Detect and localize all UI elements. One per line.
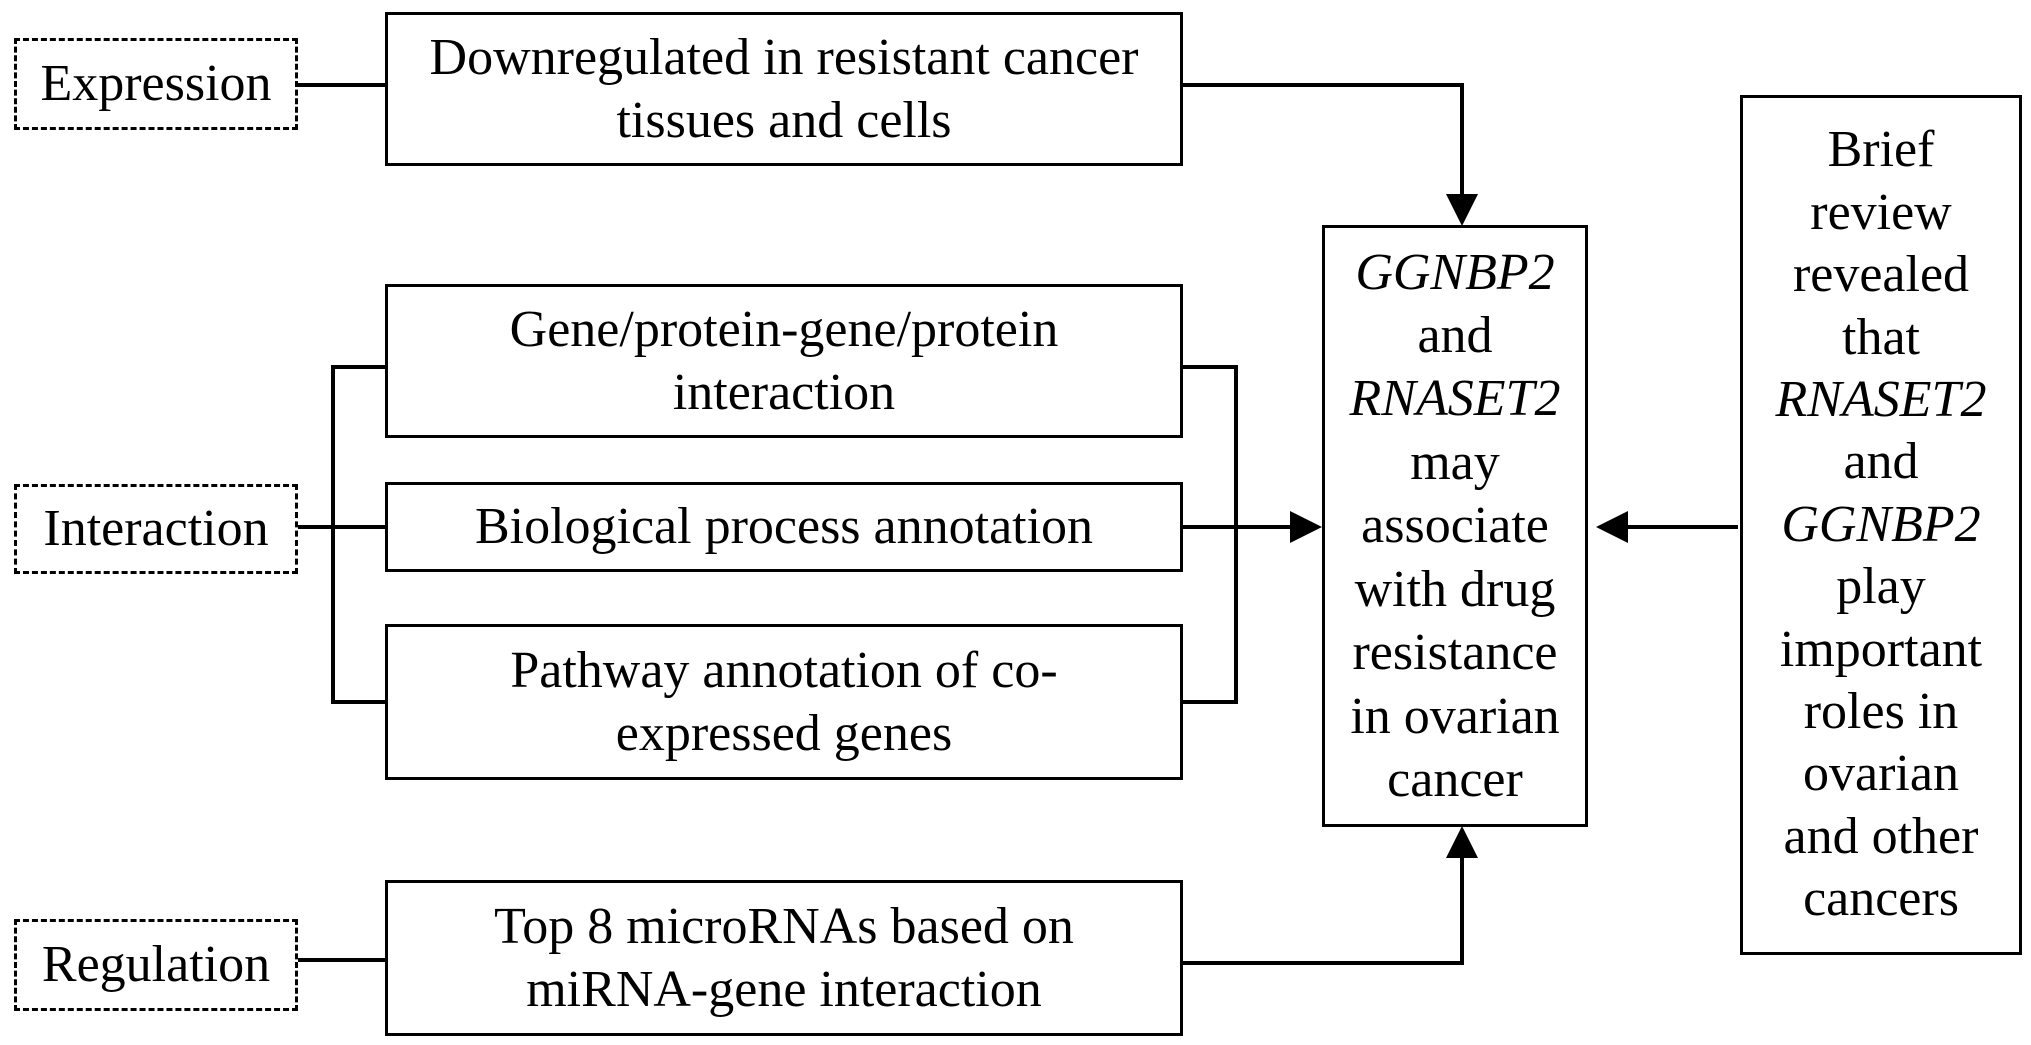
review-line-11: ovarian (1803, 745, 1959, 803)
conclusion-line-4: may (1410, 433, 1500, 491)
regulation-arrow (1183, 826, 1478, 965)
category-expression: Expression (14, 38, 298, 130)
finding-pathway-line-2: expressed genes (615, 705, 953, 762)
review-line-10: roles in (1803, 682, 1959, 740)
finding-ppi-line-2: interaction (672, 364, 896, 421)
review-line-12: and other (1783, 807, 1979, 865)
review-box: Brief review revealed that RNASET2 and G… (1740, 95, 2022, 955)
category-regulation: Regulation (14, 919, 298, 1011)
review-line-8: play (1836, 558, 1926, 616)
review-line-9: important (1779, 620, 1983, 678)
conclusion-line-6: with drug (1354, 560, 1556, 618)
expression-arrow (1183, 83, 1478, 226)
conclusion-line-8: in ovarian (1350, 687, 1560, 745)
finding-regulation-line-2: miRNA-gene interaction (526, 961, 1042, 1018)
conclusion-line-1: GGNBP2 (1355, 243, 1555, 301)
finding-pathway-line-1: Pathway annotation of co- (510, 641, 1058, 699)
conclusion-line-7: resistance (1352, 624, 1558, 682)
review-line-2: review (1810, 183, 1952, 241)
category-regulation-label: Regulation (41, 936, 271, 994)
review-line-7: GGNBP2 (1781, 495, 1981, 553)
review-line-13: cancers (1803, 870, 1959, 928)
interaction-bracket (331, 365, 385, 704)
finding-ppi: Gene/protein-gene/protein interaction (385, 284, 1183, 438)
conclusion-line-2: and (1417, 306, 1493, 364)
review-line-6: and (1843, 433, 1919, 491)
review-line-1: Brief (1827, 121, 1935, 179)
finding-ppi-line-1: Gene/protein-gene/protein (509, 300, 1059, 358)
category-interaction-label: Interaction (43, 500, 269, 558)
conclusion-line-5: associate (1361, 497, 1549, 555)
finding-expression-line-2: tissues and cells (616, 92, 952, 149)
finding-regulation: Top 8 microRNAs based on miRNA-gene inte… (385, 880, 1183, 1036)
conclusion-line-3: RNASET2 (1349, 370, 1561, 428)
finding-expression-line-1: Downregulated in resistant cancer (429, 28, 1139, 86)
review-line-4: that (1842, 308, 1920, 366)
conclusion-box: GGNBP2 and RNASET2 may associate with dr… (1322, 225, 1588, 827)
finding-bio-process-label: Biological process annotation (474, 498, 1094, 556)
category-expression-label: Expression (40, 55, 272, 113)
finding-bio-process: Biological process annotation (385, 482, 1183, 572)
finding-expression: Downregulated in resistant cancer tissue… (385, 12, 1183, 166)
finding-regulation-line-1: Top 8 microRNAs based on (494, 897, 1074, 955)
conclusion-line-9: cancer (1387, 751, 1523, 809)
review-line-3: revealed (1792, 246, 1970, 304)
finding-pathway: Pathway annotation of co- expressed gene… (385, 624, 1183, 780)
category-interaction: Interaction (14, 484, 298, 574)
interaction-right-bracket (1183, 365, 1238, 704)
review-line-5: RNASET2 (1775, 371, 1987, 429)
